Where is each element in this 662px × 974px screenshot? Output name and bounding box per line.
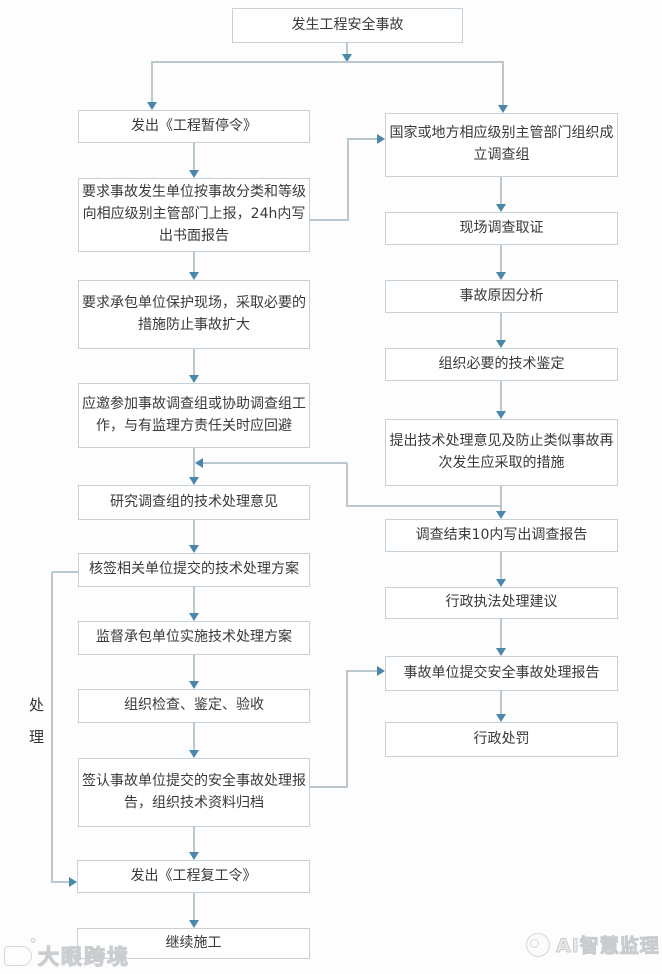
watermark-text: 大眼跨境 [37,944,130,969]
connector-line [346,43,348,56]
arrow-down-icon [496,579,506,587]
arrow-down-icon [496,648,506,656]
node-join-investigation-team: 应邀参加事故调查组或协助调查组工作，与有监理方责任关时应回避 [78,383,310,448]
arrow-down-icon [498,105,508,113]
node-supervise-implementation: 监督承包单位实施技术处理方案 [78,621,310,655]
node-accident-occurs: 发生工程安全事故 [232,8,463,43]
arrow-right-icon [69,877,77,887]
node-technical-appraisal: 组织必要的技术鉴定 [385,348,618,381]
connector-line [500,619,502,648]
node-cause-analysis: 事故原因分析 [385,280,618,313]
arrow-down-icon [189,920,199,928]
connector-line [193,655,195,681]
connector-line [193,723,195,750]
connector-line [51,572,53,882]
node-investigation-report-10-days: 调查结束10内写出调查报告 [385,519,618,552]
connector-line [346,505,501,507]
phase-label-handling: 处理 [27,697,45,761]
arrow-left-icon [195,458,203,468]
connector-line [51,881,69,883]
connector-line [347,139,349,220]
connector-line [310,786,348,788]
connector-line [193,893,195,920]
connector-line [310,219,349,221]
connector-line [193,252,195,272]
connector-line [347,138,377,140]
node-authority-form-investigation-team: 国家或地方相应级别主管部门组织成立调查组 [385,113,618,177]
connector-line [52,571,78,573]
connector-line [193,143,195,170]
watermark-text: AI智慧监理 [556,935,660,958]
watermark-bottom-right: AI智慧监理 [526,931,660,958]
node-countersign-technical-plan: 核签相关单位提交的技术处理方案 [78,553,310,587]
arrow-down-icon [496,272,506,280]
node-propose-technical-measures: 提出技术处理意见及防止类似事故再次发生应采取的措施 [385,419,618,486]
arrow-down-icon [189,170,199,178]
connector-line [203,462,347,464]
arrow-right-icon [377,666,385,676]
watermark-bottom-left: 大眼跨境 [4,935,130,971]
connector-line [193,349,195,375]
connector-line [193,448,195,477]
arrow-down-icon [496,411,506,419]
ai-logo-icon [526,932,550,957]
connector-line [346,463,348,506]
arrow-down-icon [189,477,199,485]
arrow-down-icon [189,272,199,280]
node-issue-suspension-order: 发出《工程暂停令》 [78,110,310,143]
connector-line [193,520,195,545]
connector-line [502,62,504,105]
arrow-down-icon [496,511,506,519]
arrow-down-icon [189,681,199,689]
arrow-down-icon [189,545,199,553]
connector-line [151,61,504,63]
connector-line [193,827,195,852]
node-organize-inspection-acceptance: 组织检查、鉴定、验收 [78,689,310,723]
arrow-down-icon [147,102,157,110]
arrow-right-icon [377,134,385,144]
node-sign-accident-report-archive: 签认事故单位提交的安全事故处理报告，组织技术资料归档 [78,758,310,827]
arrow-down-icon [189,375,199,383]
connector-line [500,177,502,204]
arrow-down-icon [189,852,199,860]
connector-line [193,587,195,613]
connector-line [346,671,348,787]
node-report-within-24h: 要求事故发生单位按事故分类和等级向相应级别主管部门上报，24h内写出书面报告 [78,178,310,252]
node-site-investigation-evidence: 现场调查取证 [385,212,618,245]
node-admin-penalty: 行政处罚 [385,722,618,757]
connector-line [500,313,502,340]
connector-line [151,62,153,102]
connector-line [346,670,377,672]
connector-line [500,381,502,411]
arrow-down-icon [496,340,506,348]
node-issue-resume-work-order: 发出《工程复工令》 [77,860,310,893]
arrow-down-icon [496,714,506,722]
arrow-down-icon [189,750,199,758]
arrow-down-icon [342,54,352,62]
node-admin-enforcement-suggestion: 行政执法处理建议 [385,587,618,619]
node-study-technical-opinion: 研究调查组的技术处理意见 [78,485,310,520]
connector-line [500,245,502,272]
node-continue-construction: 继续施工 [77,928,310,959]
watermark-logo-icon [4,935,37,966]
connector-line [500,691,502,714]
arrow-down-icon [496,204,506,212]
node-protect-site: 要求承包单位保护现场，采取必要的措施防止事故扩大 [78,280,310,349]
connector-line [500,552,502,579]
connector-line [500,486,502,511]
node-unit-submit-safety-report: 事故单位提交安全事故处理报告 [385,656,618,691]
arrow-down-icon [189,613,199,621]
